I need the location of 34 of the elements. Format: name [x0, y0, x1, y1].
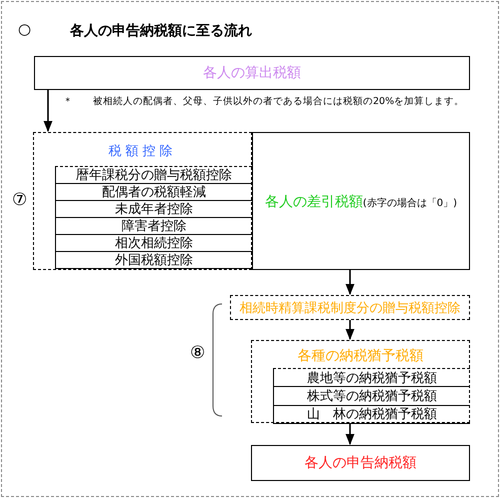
list-row: [273, 404, 470, 424]
arrow: [346, 270, 354, 296]
note-text: ＊ 被相続人の配偶者、父母、子供以外の者である場合には税額の20%を加算します。: [63, 95, 464, 108]
row-text: 農地等の納税猶予税額: [307, 370, 437, 387]
box-title: 各種の納税猶予税額: [298, 347, 424, 365]
box-title: 相続時精算課税制度分の贈与税額控除: [240, 300, 460, 316]
row-text: 株式等の納税猶予税額: [307, 388, 437, 405]
arrow: [346, 320, 354, 340]
box-title: 税額控除: [108, 143, 176, 160]
bullet-symbol: ○: [18, 20, 32, 38]
row-text: 外国税額控除: [115, 252, 193, 269]
circled-number: ⑦: [12, 190, 28, 210]
list-row: [55, 251, 252, 269]
arrow: [44, 90, 52, 132]
circled-number: ⑧: [190, 343, 206, 363]
group-box: [33, 132, 252, 270]
group-box: [251, 340, 470, 423]
box-title: 各人の算出税額: [203, 64, 301, 82]
row-text: 配偶者の税額軽減: [102, 184, 206, 201]
box-note: (赤字の場合は「0」): [362, 198, 458, 209]
final-box: [251, 445, 470, 481]
row-text: 障害者控除: [122, 218, 186, 235]
row-text: 相次相続控除: [115, 235, 193, 252]
row-text: 未成年者控除: [115, 201, 193, 218]
list-row: [273, 368, 470, 388]
amount-box: [34, 56, 470, 90]
arrow: [346, 423, 354, 446]
row-text: 山 林の納税猶予税額: [307, 406, 437, 424]
row-text: 暦年課税分の贈与税額控除: [76, 167, 232, 184]
result-box: [252, 132, 470, 270]
box-title: 各人の差引税額: [264, 194, 363, 210]
box-title: 各人の申告納税額: [304, 454, 416, 472]
deduction-box: [230, 295, 470, 320]
title: 各人の申告納税額に至る流れ: [70, 22, 252, 40]
